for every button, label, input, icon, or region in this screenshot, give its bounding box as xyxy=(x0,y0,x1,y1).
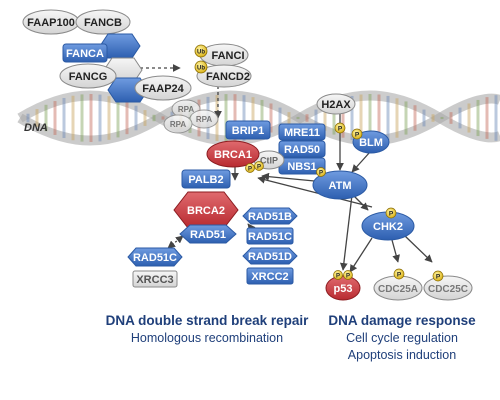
node-chk2: CHK2 xyxy=(361,211,415,241)
svg-text:BRCA2: BRCA2 xyxy=(187,205,225,217)
node-fancb: FANCB xyxy=(75,9,131,35)
node-mre11: MRE11 xyxy=(278,123,326,141)
connectors xyxy=(140,64,433,273)
svg-text:XRCC2: XRCC2 xyxy=(251,271,288,283)
repair-caption: DNA double strand break repair Homologou… xyxy=(92,313,322,345)
svg-text:FANCG: FANCG xyxy=(69,71,108,83)
svg-text:P: P xyxy=(319,171,323,177)
svg-text:FANCA: FANCA xyxy=(66,48,104,60)
svg-text:P: P xyxy=(436,274,441,281)
node-faap100: FAAP100 xyxy=(22,9,80,35)
svg-text:RAD50: RAD50 xyxy=(284,144,320,156)
svg-text:P: P xyxy=(248,167,252,173)
node-fanci: FANCI xyxy=(199,43,249,67)
rpa-cluster: RPA RPA RPA xyxy=(163,99,219,134)
svg-text:P: P xyxy=(355,132,360,139)
node-brip1: BRIP1 xyxy=(225,120,271,140)
svg-text:MRE11: MRE11 xyxy=(284,127,320,139)
node-brca1: BRCA1 xyxy=(206,140,260,168)
svg-text:RAD51: RAD51 xyxy=(190,229,226,241)
phospho-badges: P P P P P P P P P P xyxy=(245,122,444,282)
node-palb2: PALB2 xyxy=(181,169,231,189)
node-nbs1: NBS1 xyxy=(278,157,326,175)
node-cdc25a: CDC25A xyxy=(373,275,423,301)
svg-text:BRCA1: BRCA1 xyxy=(214,149,252,161)
svg-text:PALB2: PALB2 xyxy=(188,174,223,186)
node-p53: p53 xyxy=(325,275,361,301)
svg-text:P: P xyxy=(389,211,394,218)
phospho-p53-a: P xyxy=(333,270,343,280)
ub-badge-fancd2: Ub xyxy=(194,60,208,74)
response-caption-subtitle-2: Apoptosis induction xyxy=(347,348,457,362)
svg-text:RAD51C: RAD51C xyxy=(248,231,292,243)
dna-label: DNA xyxy=(24,122,48,134)
node-rad51b: RAD51B xyxy=(242,207,298,225)
svg-text:P: P xyxy=(397,272,402,279)
ub-badge-fanci: Ub xyxy=(194,44,208,58)
svg-text:BRIP1: BRIP1 xyxy=(232,125,264,137)
node-fanca: FANCA xyxy=(62,43,108,63)
phospho-cdc25a: P xyxy=(393,268,405,280)
svg-text:NBS1: NBS1 xyxy=(287,161,316,173)
response-caption-title: DNA damage response xyxy=(328,313,476,328)
phospho-h2ax: P xyxy=(334,122,346,134)
svg-text:CtIP: CtIP xyxy=(260,156,278,166)
node-fancg: FANCG xyxy=(59,63,117,89)
node-brca2: BRCA2 xyxy=(173,191,239,229)
node-rad51: RAD51 xyxy=(179,224,237,244)
node-xrcc2: XRCC2 xyxy=(246,267,294,285)
repair-caption-title: DNA double strand break repair xyxy=(105,313,309,328)
phospho-nbs1: P xyxy=(316,167,326,177)
response-caption-subtitle-1: Cell cycle regulation xyxy=(346,331,458,345)
svg-text:CHK2: CHK2 xyxy=(373,221,403,233)
svg-text:ATM: ATM xyxy=(328,180,351,192)
svg-text:RPA: RPA xyxy=(178,105,195,114)
svg-text:RPA: RPA xyxy=(170,120,187,129)
phospho-p53-b: P xyxy=(343,270,353,280)
svg-text:P: P xyxy=(346,274,350,280)
node-xrcc3: XRCC3 xyxy=(132,270,178,288)
svg-text:p53: p53 xyxy=(334,283,353,295)
svg-text:RPA: RPA xyxy=(196,115,213,124)
svg-text:FANCI: FANCI xyxy=(212,50,245,62)
svg-text:Ub: Ub xyxy=(197,50,205,56)
svg-text:H2AX: H2AX xyxy=(321,99,351,111)
svg-text:FANCD2: FANCD2 xyxy=(206,71,250,83)
node-cdc25c: CDC25C xyxy=(423,275,473,301)
node-faap24: FAAP24 xyxy=(134,75,192,101)
phospho-chk2: P xyxy=(385,207,397,219)
node-rad51c-left: RAD51C xyxy=(127,247,183,267)
svg-text:RAD51B: RAD51B xyxy=(248,211,292,223)
node-fancd2: FANCD2 xyxy=(196,64,252,88)
svg-text:P: P xyxy=(257,165,261,171)
svg-text:RAD51D: RAD51D xyxy=(248,251,292,263)
svg-text:Ub: Ub xyxy=(197,66,205,72)
phospho-brca1-a: P xyxy=(245,163,255,173)
node-blm: BLM xyxy=(352,130,390,154)
node-h2ax: H2AX xyxy=(316,93,356,115)
node-rad50: RAD50 xyxy=(278,140,326,158)
svg-text:FANCB: FANCB xyxy=(84,17,122,29)
fanconi-core-complex: FAAP100 FANCB FANCA FANCG FAAP24 xyxy=(22,9,192,103)
svg-text:RAD51C: RAD51C xyxy=(133,252,177,264)
svg-text:XRCC3: XRCC3 xyxy=(136,274,173,286)
response-caption: DNA damage response Cell cycle regulatio… xyxy=(322,313,482,362)
svg-text:BLM: BLM xyxy=(359,137,383,149)
node-rad51c-right: RAD51C xyxy=(246,227,294,245)
svg-text:P: P xyxy=(338,126,343,133)
phospho-brca1-b: P xyxy=(254,161,264,171)
svg-text:CDC25C: CDC25C xyxy=(428,284,468,295)
node-rad51d: RAD51D xyxy=(242,247,298,265)
svg-text:P: P xyxy=(336,274,340,280)
repair-caption-subtitle: Homologous recombination xyxy=(130,331,284,345)
svg-text:FAAP24: FAAP24 xyxy=(142,83,184,95)
node-atm: ATM xyxy=(312,170,368,200)
svg-text:FAAP100: FAAP100 xyxy=(27,17,75,29)
phospho-blm: P xyxy=(351,128,363,140)
svg-text:CDC25A: CDC25A xyxy=(378,284,418,295)
phospho-cdc25c: P xyxy=(432,270,444,282)
